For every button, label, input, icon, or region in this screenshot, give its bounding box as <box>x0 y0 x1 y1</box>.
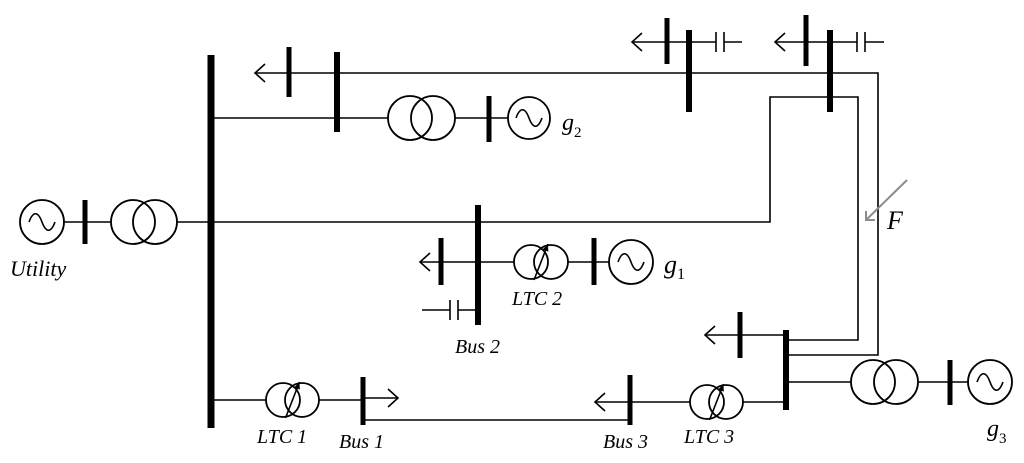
g2-branch: g2 <box>211 95 582 142</box>
bus-2-label: Bus 2 <box>455 336 500 358</box>
load-arrow-icon <box>593 392 606 412</box>
ltc2-tap-arrowhead-icon <box>542 244 549 252</box>
g2-generator-icon <box>507 96 551 140</box>
bus-1-label: Bus 1 <box>339 431 384 453</box>
sine-wave-icon <box>515 108 543 128</box>
load-arrow-icon <box>703 325 716 345</box>
g2-label-main: g <box>562 110 574 136</box>
g2-transformer-secondary-icon <box>410 95 456 141</box>
fault-arrow-icon <box>865 211 875 221</box>
sine-wave-icon <box>976 372 1004 392</box>
ltc2-primary-icon <box>513 244 549 280</box>
g3-transformer-secondary-icon <box>873 359 919 405</box>
fault-label: F <box>886 206 904 235</box>
ltc3-label: LTC 3 <box>683 426 734 448</box>
top-bus-b <box>773 15 884 112</box>
bus-1-group: LTC 1 Bus 1 <box>211 377 630 453</box>
g2-label: g2 <box>562 110 582 141</box>
g1-generator-icon <box>608 239 654 285</box>
g1-label-sub: 1 <box>677 266 685 283</box>
load-arrow-icon <box>630 32 643 52</box>
tie-line-outer <box>337 72 879 356</box>
g2-transformer-primary-icon <box>387 95 433 141</box>
utility-source: Utility <box>10 199 211 281</box>
g1-label-main: g <box>664 250 677 279</box>
load-arrow-icon <box>253 63 266 83</box>
ltc2-label: LTC 2 <box>511 288 562 310</box>
ltc3-secondary-icon <box>708 384 744 420</box>
g3-label-sub: 3 <box>999 431 1007 447</box>
ltc1-secondary-icon <box>284 382 320 418</box>
load-arrow-icon <box>418 252 431 272</box>
ltc3-primary-icon <box>689 384 725 420</box>
top-bus-a <box>630 18 742 112</box>
utility-label: Utility <box>10 256 66 281</box>
load-arrow-icon <box>387 388 400 408</box>
g3-transformer-primary-icon <box>850 359 896 405</box>
g2-label-sub: 2 <box>574 125 582 141</box>
fault-marker: F <box>865 179 908 235</box>
fault-arrow-line <box>865 179 908 221</box>
sine-wave-icon <box>617 252 645 272</box>
g3-label-main: g <box>987 416 999 442</box>
g3-label: g3 <box>987 416 1007 447</box>
tie-line-inner <box>211 96 859 341</box>
bus-2-group: g1 LTC 2 Bus 2 <box>418 205 685 358</box>
ltc2-secondary-icon <box>533 244 569 280</box>
g1-label: g1 <box>664 250 685 283</box>
load-arrow-icon <box>773 32 786 52</box>
ltc1-label: LTC 1 <box>256 426 307 448</box>
ltc3-tap-arrowhead-icon <box>718 384 724 392</box>
ltc1-primary-icon <box>265 382 301 418</box>
top-left-load <box>253 47 337 97</box>
bus-3-group: Bus 3 LTC 3 <box>593 375 786 453</box>
sine-wave-icon <box>28 212 56 232</box>
ltc1-tap-arrowhead-icon <box>294 382 300 390</box>
bottom-right-bus-group: g3 <box>703 312 1013 447</box>
utility-transformer-primary-icon <box>110 199 156 245</box>
bus-3-label: Bus 3 <box>603 431 648 453</box>
g3-generator-icon <box>967 359 1013 405</box>
